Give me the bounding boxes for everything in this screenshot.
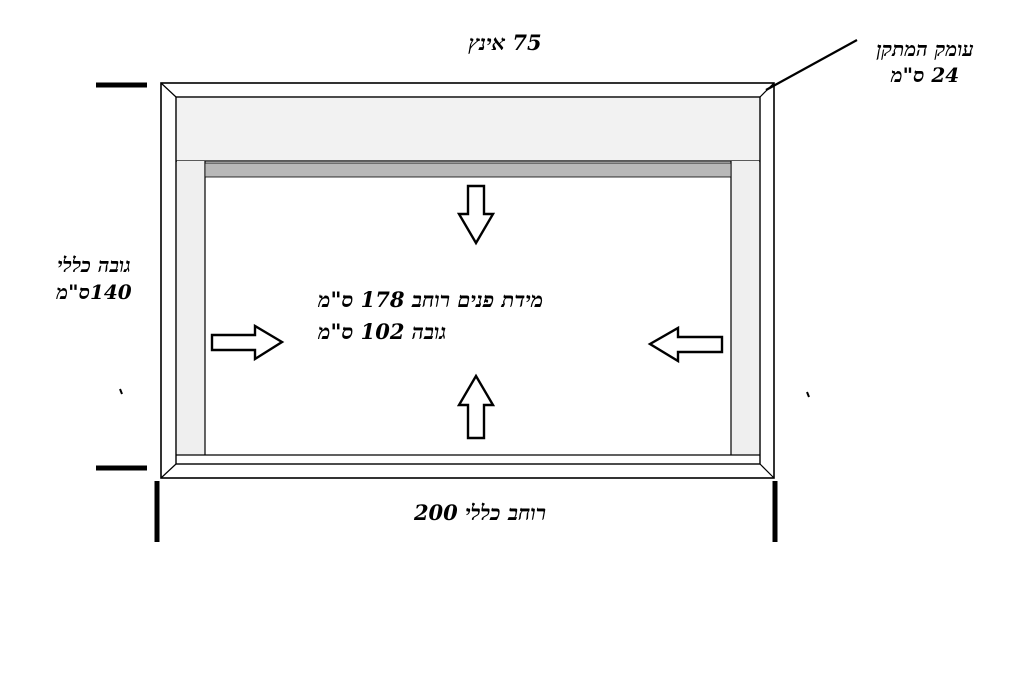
arrow-down-icon [456,184,496,246]
miter-bottom-left [160,463,177,479]
bottom-width-text: רוחב כללי 200 [413,500,547,525]
top-width-label: 75 אינץ [400,30,610,56]
arrow-right-icon [210,323,285,362]
top-width-text: 75 אינץ [468,30,542,55]
height-title-text: גובה כללי [57,253,131,277]
depth-callout-line [765,39,858,91]
arrow-up-icon [456,373,496,440]
height-value-text: 140ס"מ [56,280,132,304]
stray-mark-left [119,388,123,395]
overall-height-label: גובה כללי 140ס"מ [38,252,150,306]
depth-title-text: עומק המתקן [876,37,974,61]
top-panel [177,98,759,161]
overall-width-label: רוחב כללי 200 [375,500,585,526]
arrow-left-icon [647,325,724,364]
roller-bar [204,162,732,178]
inner-width-text: מידת פנים רוחב 178 ס"מ [318,287,544,312]
right-jamb [731,161,759,455]
inner-height-text: גובה 102 ס"מ [318,318,447,344]
inner-dimensions-label: מידת פנים רוחב 178 ס"מ גובה 102 ס"מ [318,284,648,347]
miter-bottom-right [759,463,775,479]
miter-top-left [160,82,177,98]
stray-mark-right [806,391,810,398]
left-jamb [177,161,205,455]
depth-value-text: 24 ס"מ [890,63,960,87]
depth-label: עומק המתקן 24 ס"מ [840,36,1010,88]
